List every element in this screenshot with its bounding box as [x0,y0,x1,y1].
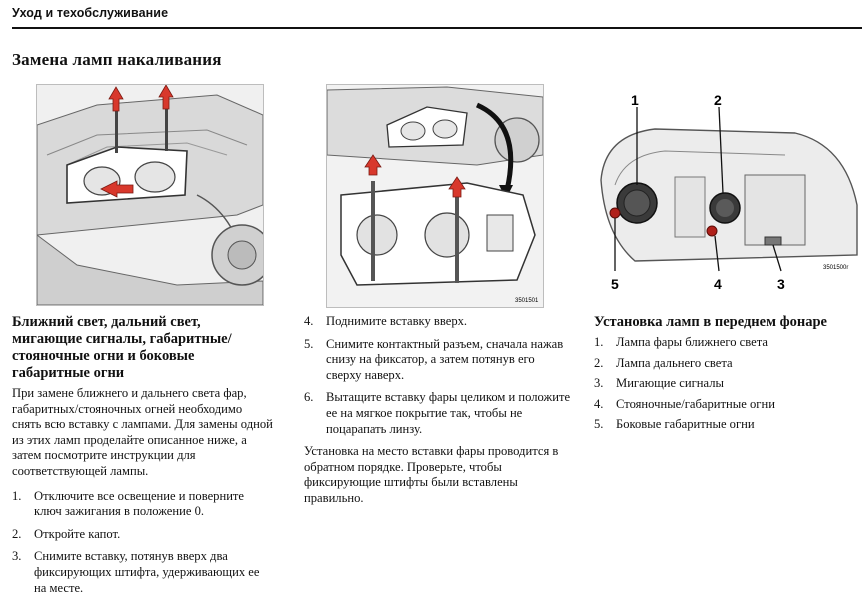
section-title: Замена ламп накаливания [12,50,222,69]
right-heading: Установка ламп в переднем фонаре [594,314,827,330]
right-list: 1.Лампа фары ближнего света 2.Лампа даль… [594,335,856,433]
middle-column: 4.Поднимите вставку вверх. 5.Снимите кон… [304,314,572,507]
figure-car-headlamp [36,84,264,306]
left-intro: При замене ближнего и дальнего света фар… [12,386,273,478]
right-column: Установка ламп в переднем фонаре 1.Лампа… [594,314,856,438]
list-item: 6.Вытащите вставку фары целиком и положи… [304,390,571,436]
callout-1: 1 [631,92,639,108]
list-item: 1.Отключите все освещение и поверните кл… [12,488,245,519]
list-item: 2.Откройте капот. [12,526,121,541]
callout-4: 4 [714,276,722,292]
middle-steps: 4.Поднимите вставку вверх. 5.Снимите кон… [304,314,572,437]
header-rule [12,27,862,29]
left-steps: 1.Отключите все освещение и поверните кл… [12,489,274,597]
page-header: Уход и техобслуживание [12,6,169,20]
figure-code: 3501500r [823,265,848,271]
list-item: 1.Лампа фары ближнего света [594,335,768,349]
middle-outro: Установка на место вставки фары проводит… [304,444,559,505]
left-heading: Ближний свет, дальний свет, мигающие сиг… [12,314,232,381]
figure-headlamp-insert: 3501501 [326,84,544,308]
figure-code: 3501501 [515,298,539,304]
callout-2: 2 [714,92,722,108]
list-item: 5.Боковые габаритные огни [594,417,755,432]
list-item: 2.Лампа дальнего света [594,355,733,370]
list-item: 4.Поднимите вставку вверх. [304,314,468,328]
list-item: 4.Стояночные/габаритные огни [594,396,775,411]
figure-headlamp-bulbs: 1 2 5 4 3 3501500r [594,84,862,298]
list-item: 3.Снимите вставку, потянув вверх два фик… [12,549,260,595]
callout-5: 5 [611,276,619,292]
list-item: 5.Снимите контактный разъем, сначала наж… [304,336,564,382]
list-item: 3.Мигающие сигналы [594,376,724,391]
callout-3: 3 [777,276,785,292]
left-column: Ближний свет, дальний свет, мигающие сиг… [12,314,274,603]
